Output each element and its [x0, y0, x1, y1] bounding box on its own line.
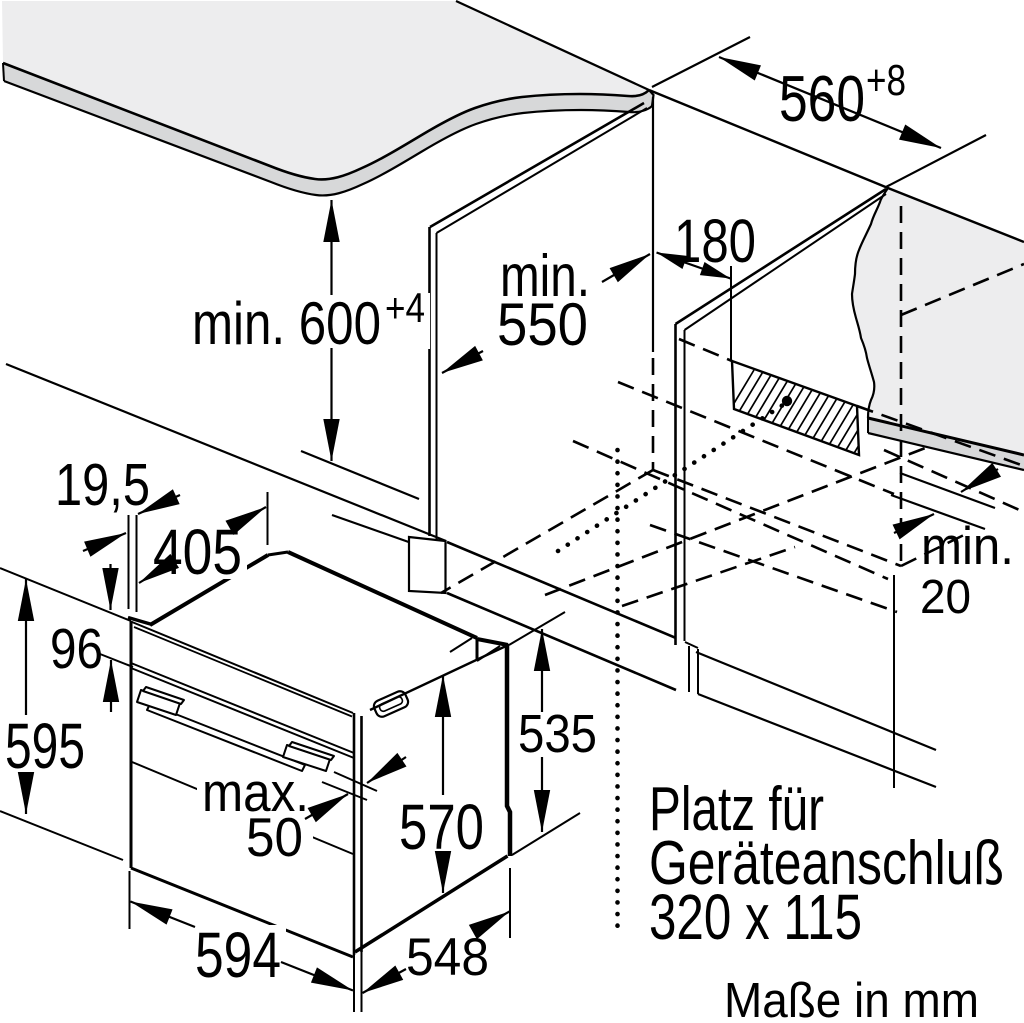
svg-text:min. 600: min. 600: [192, 290, 381, 357]
svg-text:535: 535: [518, 704, 597, 764]
svg-text:min.: min.: [921, 517, 1014, 576]
svg-text:96: 96: [50, 617, 103, 681]
svg-text:320 x 115: 320 x 115: [649, 881, 862, 953]
svg-text:595: 595: [5, 710, 85, 782]
svg-text:548: 548: [406, 928, 489, 987]
svg-text:20: 20: [920, 571, 971, 624]
svg-text:570: 570: [399, 791, 484, 863]
svg-text:min.: min.: [500, 243, 590, 309]
svg-text:560: 560: [779, 62, 865, 135]
svg-text:550: 550: [497, 291, 588, 358]
svg-text:19,5: 19,5: [55, 452, 150, 518]
svg-text:+4: +4: [385, 284, 425, 331]
svg-text:405: 405: [153, 516, 242, 588]
svg-text:Maße in mm: Maße in mm: [724, 974, 979, 1023]
svg-text:50: 50: [246, 806, 303, 868]
svg-text:594: 594: [195, 919, 281, 991]
svg-text:Geräteanschluß: Geräteanschluß: [649, 829, 1004, 898]
svg-text:+8: +8: [866, 56, 906, 105]
svg-text:max.: max.: [202, 761, 309, 823]
svg-text:Platz für: Platz für: [649, 775, 824, 844]
svg-text:180: 180: [674, 207, 756, 275]
